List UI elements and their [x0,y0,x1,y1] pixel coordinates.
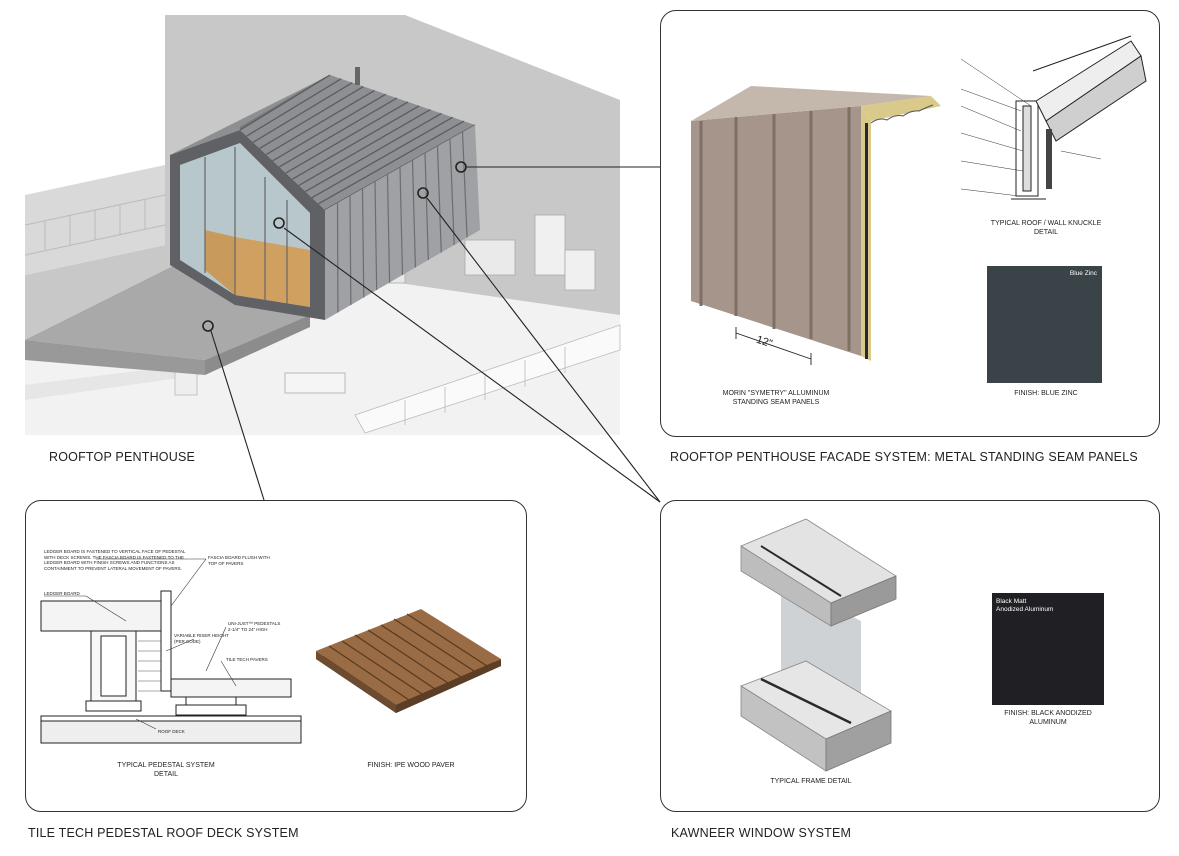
pedestal-detail-label: TYPICAL PEDESTAL SYSTEM DETAIL [117,762,215,778]
deck-caption: TILE TECH PEDESTAL ROOF DECK SYSTEM [28,826,299,840]
blue-zinc-swatch: Blue Zinc [987,266,1102,383]
knuckle-detail-label: TYPICAL ROOF / WALL KNUCKLE DETAIL [990,220,1102,236]
ledger-note: LEDGER BOARD IS FASTENED TO VERTICAL FAC… [44,549,186,571]
pavers-note: TILE TECH PAVERS [226,657,268,662]
standing-seam-illustration [691,35,1147,365]
fascia-note: FASCIA BOARD FLUSH WITH TOP OF PAVERS [208,555,270,566]
window-caption: KAWNEER WINDOW SYSTEM [671,826,852,840]
frame-detail-label: TYPICAL FRAME DETAIL [770,778,852,785]
facade-panel-label: MORIN "SYMETRY" ALLUMINUM STANDING SEAM … [722,390,830,406]
black-anodized-swatch: Black Matt Anodized Aluminum [992,593,1104,705]
pedestal-note: UNI-JUST™ PEDESTALS 2-1/4" TO 24" HIGH [228,621,281,632]
blue-zinc-label: FINISH: BLUE ZINC [1014,390,1078,397]
penthouse-render [25,15,625,435]
ipe-paver-label: FINISH: IPE WOOD PAVER [367,762,455,769]
facade-panel: 12" MORIN "SYMETRY" ALLUMINUM STANDING S… [660,10,1160,437]
penthouse-caption: ROOFTOP PENTHOUSE [49,450,196,464]
riser-note: VARIABLE RISER HEIGHT (PER CODE) [174,633,229,644]
deck-panel: LEDGER BOARD IS FASTENED TO VERTICAL FAC… [25,500,527,812]
ledger-board-note: LEDGER BOARD [44,591,80,596]
blue-zinc-swatch-text: Blue Zinc [1069,270,1097,277]
window-panel: TYPICAL FRAME DETAIL Black Matt Anodized… [660,500,1160,812]
penthouse-illustration [25,15,621,435]
facade-caption: ROOFTOP PENTHOUSE FACADE SYSTEM: METAL S… [670,450,1138,464]
black-anodized-swatch-text: Black Matt Anodized Aluminum [996,598,1054,613]
roof-deck-note: ROOF DECK [158,729,185,734]
window-frame-illustration [740,518,897,772]
black-anodized-label: FINISH: BLACK ANODIZED ALUMINUM [1004,710,1092,726]
pedestal-detail-illustration [40,558,501,744]
